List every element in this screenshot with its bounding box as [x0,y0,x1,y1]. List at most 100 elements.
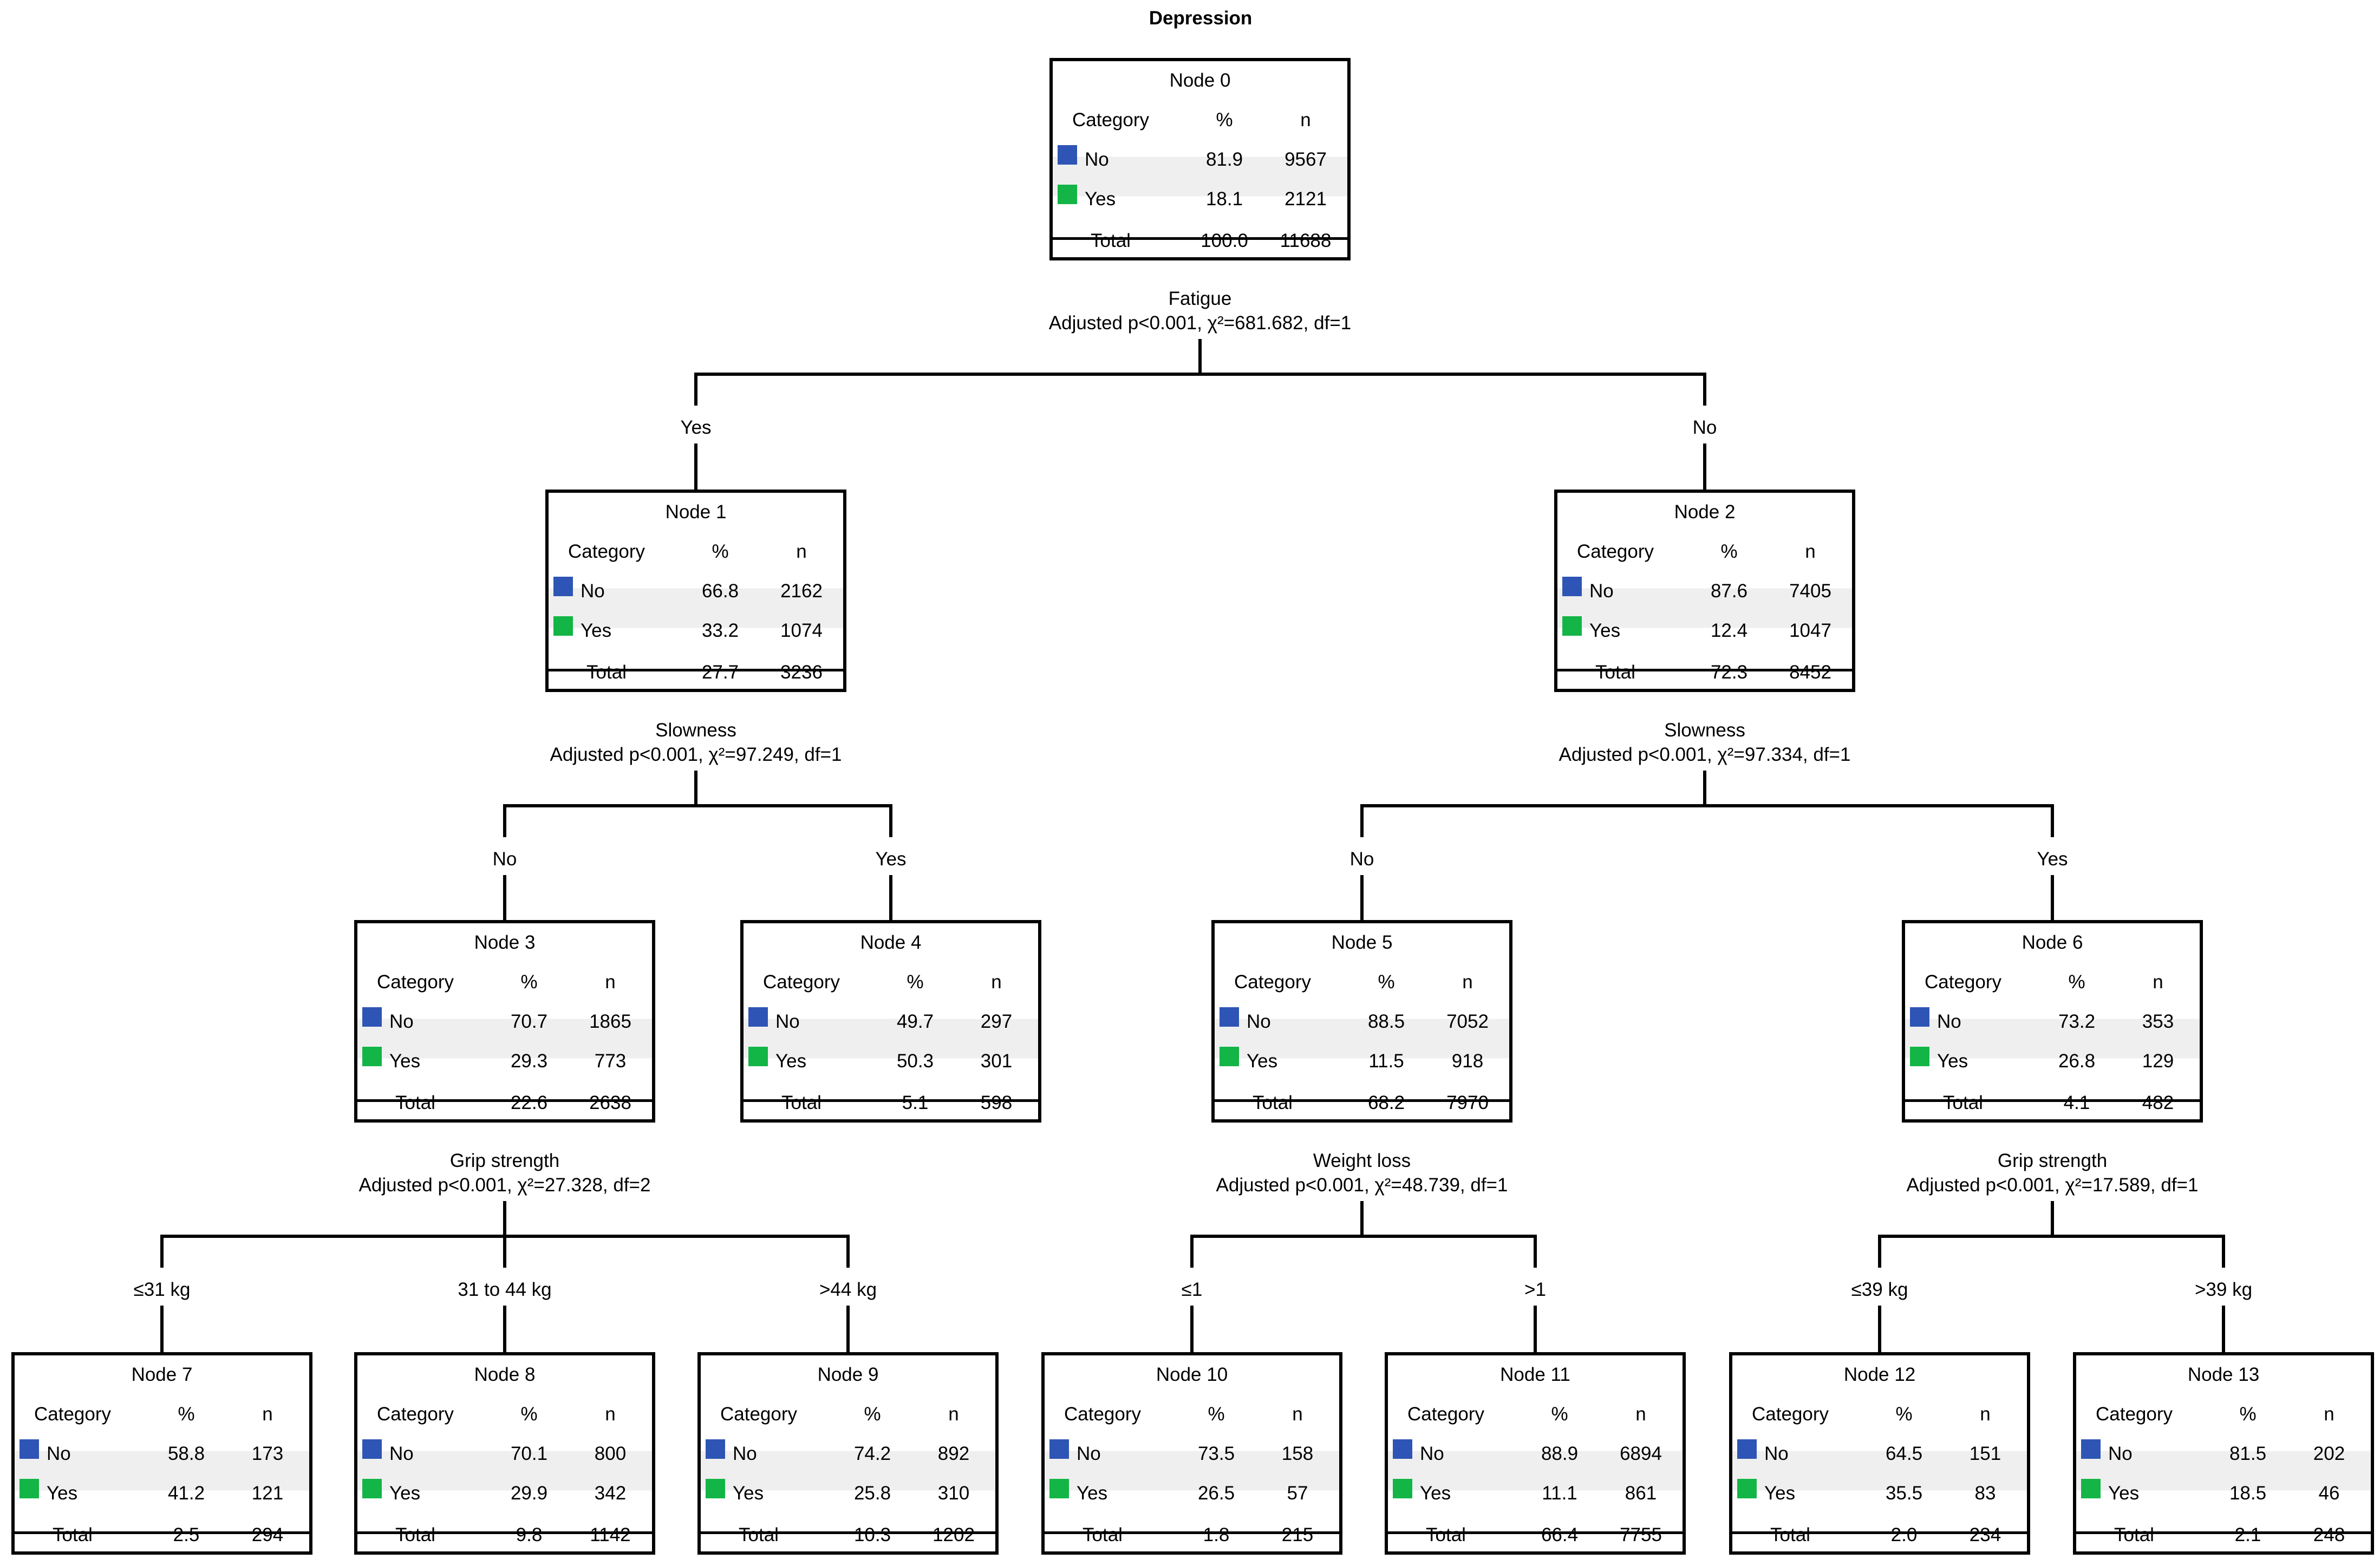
column-header-n: n [1462,971,1472,993]
yes-percent: 26.8 [2058,1051,2095,1072]
row-label-total: Total [586,662,627,683]
yes-percent: 33.2 [702,620,739,641]
row-label-yes: Yes [1764,1483,1795,1504]
row-label-no: No [733,1443,757,1464]
total-count: 1202 [933,1524,975,1545]
total-count: 3236 [780,662,823,683]
no-percent: 70.7 [511,1011,547,1032]
column-header-category: Category [1925,971,2002,993]
no-swatch-icon [1737,1439,1757,1459]
no-count: 353 [2142,1011,2174,1032]
column-header-category: Category [377,971,454,993]
yes-count: 57 [1287,1483,1308,1504]
no-count: 202 [2313,1443,2345,1464]
row-label-total: Total [781,1092,821,1113]
yes-count: 121 [252,1483,283,1504]
row-label-yes: Yes [1247,1051,1277,1072]
column-header-category: Category [2096,1404,2173,1425]
yes-percent: 25.8 [854,1483,891,1504]
column-header-category: Category [377,1404,454,1425]
no-percent: 58.8 [168,1443,205,1464]
branch-label: Yes [680,417,711,438]
no-count: 6894 [1620,1443,1662,1464]
diagram-title: Depression [1149,8,1253,29]
total-count: 598 [981,1092,1012,1113]
no-percent: 66.8 [702,580,739,602]
total-count: 2638 [589,1092,631,1113]
node-title: Node 5 [1332,932,1393,953]
yes-percent: 41.2 [168,1483,205,1504]
branch-label: ≤31 kg [134,1279,191,1300]
node-title: Node 4 [860,932,922,953]
yes-percent: 50.3 [897,1051,934,1072]
no-percent: 64.5 [1886,1443,1922,1464]
yes-swatch-icon [1562,616,1582,636]
no-percent: 87.6 [1711,580,1747,602]
row-label-total: Total [1595,662,1635,683]
column-header-n: n [796,541,806,562]
highlight-row [357,1019,652,1059]
no-swatch-icon [1393,1439,1412,1459]
tree-edges [160,339,2225,1354]
column-header-category: Category [1407,1404,1485,1425]
no-count: 173 [252,1443,283,1464]
no-swatch-icon [1562,577,1582,596]
highlight-row [1732,1451,2027,1491]
column-header-category: Category [1577,541,1654,562]
row-label-total: Total [1770,1524,1810,1545]
column-header-n: n [1635,1404,1646,1425]
yes-count: 310 [938,1483,969,1504]
yes-count: 1074 [780,620,823,641]
split-stats: Adjusted p<0.001, χ²=97.249, df=1 [550,744,842,765]
no-swatch-icon [1049,1439,1069,1459]
row-label-yes: Yes [733,1483,764,1504]
node-title: Node 2 [1674,501,1736,523]
yes-swatch-icon [1058,185,1077,204]
row-label-yes: Yes [389,1483,420,1504]
highlight-row [744,1019,1038,1059]
branch-label: No [1693,417,1717,438]
column-header-n: n [2153,971,2163,993]
column-header-category: Category [568,541,645,562]
branch-label: >1 [1524,1279,1546,1300]
total-count: 8452 [1789,662,1831,683]
row-label-no: No [1247,1011,1271,1032]
yes-count: 2121 [1284,188,1327,210]
yes-swatch-icon [2081,1479,2101,1498]
row-label-total: Total [395,1524,435,1545]
yes-swatch-icon [362,1479,382,1498]
column-header-category: Category [720,1404,798,1425]
node-title: Node 8 [474,1364,536,1385]
column-header-percent: % [520,1404,537,1425]
row-label-no: No [775,1011,800,1032]
row-label-total: Total [1083,1524,1123,1545]
branch-label: No [1350,849,1374,870]
column-header-percent: % [1895,1404,1912,1425]
yes-percent: 29.3 [511,1051,547,1072]
yes-count: 129 [2142,1051,2174,1072]
row-label-no: No [47,1443,71,1464]
total-percent: 27.7 [702,662,739,683]
total-percent: 2.0 [1891,1524,1918,1545]
total-count: 1142 [590,1524,630,1545]
no-count: 158 [1282,1443,1313,1464]
split-stats: Adjusted p<0.001, χ²=97.334, df=1 [1559,744,1851,765]
yes-count: 918 [1452,1051,1483,1072]
yes-swatch-icon [706,1479,725,1498]
no-swatch-icon [19,1439,39,1459]
no-swatch-icon [1058,145,1077,165]
highlight-row [549,588,843,628]
row-label-total: Total [1253,1092,1293,1113]
yes-percent: 26.5 [1198,1483,1235,1504]
no-swatch-icon [1910,1007,1929,1027]
total-percent: 66.4 [1541,1524,1578,1545]
